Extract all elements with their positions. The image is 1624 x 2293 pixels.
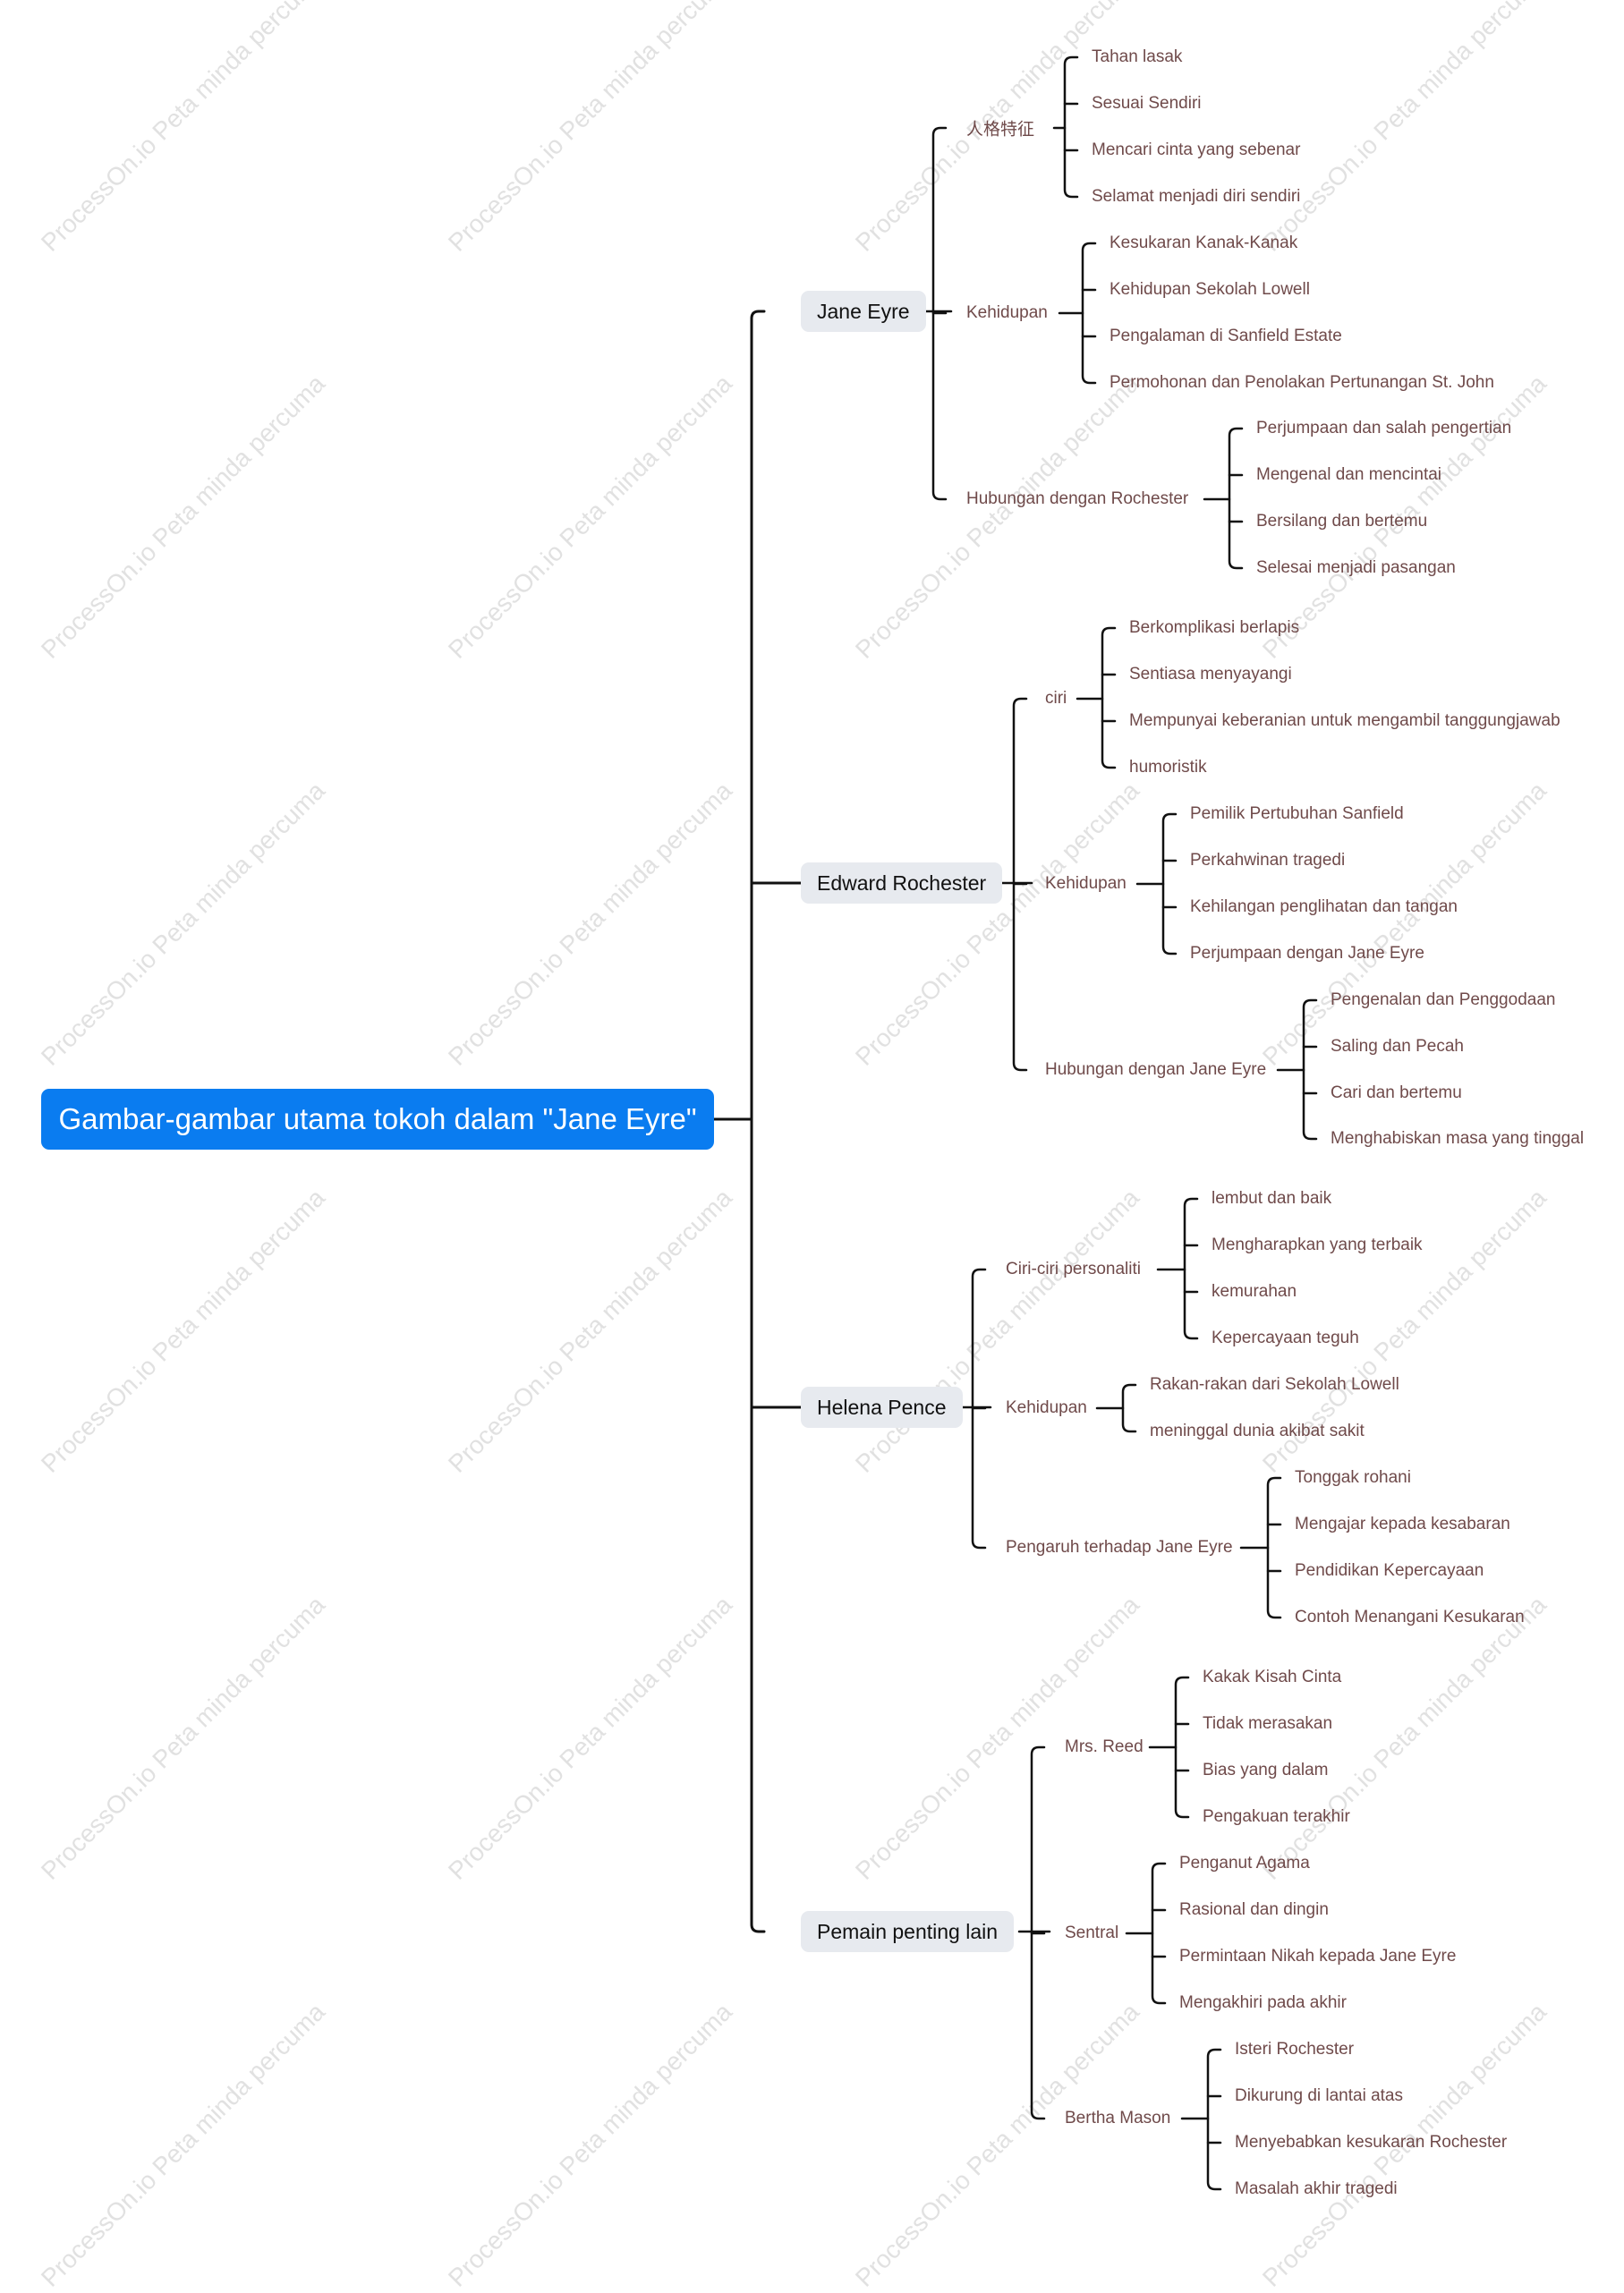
connector-line	[1174, 1676, 1190, 1819]
leaf-node[interactable]: Mencari cinta yang sebenar	[1092, 140, 1301, 159]
subtopic-node[interactable]: Mrs. Reed	[1065, 1737, 1144, 1756]
connector-line	[1183, 1197, 1199, 1340]
subtopic-node[interactable]: Sentral	[1065, 1924, 1119, 1942]
connector-line	[1161, 812, 1178, 955]
connector-line	[1081, 242, 1097, 385]
connector-line	[1101, 626, 1117, 769]
leaf-node[interactable]: Pendidikan Kepercayaan	[1295, 1561, 1484, 1580]
leaf-node[interactable]: Mempunyai keberanian untuk mengambil tan…	[1129, 711, 1560, 730]
leaf-node[interactable]: Isteri Rochester	[1235, 2040, 1355, 2059]
leaf-node[interactable]: Pengenalan dan Penggodaan	[1331, 990, 1556, 1009]
leaf-node[interactable]: Pengalaman di Sanfield Estate	[1110, 327, 1342, 345]
branch-node[interactable]: Pemain penting lain	[801, 1911, 1015, 1952]
subtopic-node[interactable]: Bertha Mason	[1065, 2109, 1171, 2127]
leaf-node[interactable]: Mengakhiri pada akhir	[1179, 1993, 1347, 2012]
leaf-node[interactable]: Kehilangan penglihatan dan tangan	[1190, 897, 1458, 916]
leaf-node[interactable]: Perjumpaan dengan Jane Eyre	[1190, 944, 1424, 963]
leaf-node[interactable]: Mengharapkan yang terbaik	[1212, 1236, 1423, 1254]
leaf-node[interactable]: Penganut Agama	[1179, 1854, 1310, 1873]
subtopic-node[interactable]: Hubungan dengan Rochester	[966, 489, 1189, 508]
leaf-node[interactable]: humoristik	[1129, 758, 1207, 777]
subtopic-node[interactable]: Hubungan dengan Jane Eyre	[1045, 1060, 1267, 1079]
subtopic-node[interactable]: Kehidupan	[1006, 1398, 1087, 1417]
connector-line	[1151, 1862, 1167, 2005]
leaf-node[interactable]: kemurahan	[1212, 1282, 1297, 1301]
branch-node[interactable]: Helena Pence	[801, 1387, 963, 1428]
connector-lines	[712, 55, 1318, 2191]
leaf-node[interactable]: Mengenal dan mencintai	[1256, 465, 1442, 484]
leaf-node[interactable]: Permintaan Nikah kepada Jane Eyre	[1179, 1947, 1457, 1966]
leaf-node[interactable]: Masalah akhir tragedi	[1235, 2179, 1398, 2198]
leaf-node[interactable]: Menyebabkan kesukaran Rochester	[1235, 2133, 1508, 2152]
leaf-node[interactable]: Perjumpaan dan salah pengertian	[1256, 419, 1512, 437]
connector-line	[750, 310, 766, 1933]
root-node[interactable]: Gambar-gambar utama tokoh dalam "Jane Ey…	[41, 1089, 714, 1150]
leaf-node[interactable]: Tahan lasak	[1092, 47, 1183, 66]
leaf-node[interactable]: Dikurung di lantai atas	[1235, 2086, 1403, 2105]
subtopic-node[interactable]: 人格特征	[966, 120, 1035, 140]
connector-line	[1228, 427, 1244, 570]
leaf-node[interactable]: Rasional dan dingin	[1179, 1900, 1329, 1919]
subtopic-node[interactable]: Kehidupan	[966, 303, 1048, 322]
subtopic-node[interactable]: Kehidupan	[1045, 874, 1127, 893]
leaf-node[interactable]: Contoh Menangani Kesukaran	[1295, 1608, 1525, 1626]
leaf-node[interactable]: Selamat menjadi diri sendiri	[1092, 187, 1301, 206]
leaf-node[interactable]: Bersilang dan bertemu	[1256, 512, 1428, 531]
connector-line	[1121, 1383, 1137, 1433]
connector-line	[1063, 55, 1079, 199]
subtopic-node[interactable]: ciri	[1045, 689, 1067, 708]
leaf-node[interactable]: Rakan-rakan dari Sekolah Lowell	[1150, 1375, 1399, 1394]
leaf-node[interactable]: Selesai menjadi pasangan	[1256, 558, 1456, 577]
subtopic-node[interactable]: Pengaruh terhadap Jane Eyre	[1006, 1538, 1233, 1557]
leaf-node[interactable]: Mengajar kepada kesabaran	[1295, 1515, 1510, 1533]
connector-line	[1302, 998, 1318, 1141]
leaf-node[interactable]: Menghabiskan masa yang tinggal	[1331, 1129, 1585, 1148]
branch-node[interactable]: Edward Rochester	[801, 862, 1003, 904]
subtopic-node[interactable]: Ciri-ciri personaliti	[1006, 1260, 1141, 1278]
leaf-node[interactable]: Kepercayaan teguh	[1212, 1329, 1359, 1347]
connector-line	[1266, 1476, 1282, 1619]
leaf-node[interactable]: Cari dan bertemu	[1331, 1083, 1462, 1102]
leaf-node[interactable]: Perkahwinan tragedi	[1190, 851, 1346, 870]
leaf-node[interactable]: lembut dan baik	[1212, 1189, 1332, 1208]
branch-node[interactable]: Jane Eyre	[801, 291, 926, 332]
leaf-node[interactable]: Tidak merasakan	[1203, 1714, 1333, 1733]
leaf-node[interactable]: Kehidupan Sekolah Lowell	[1110, 280, 1310, 299]
leaf-node[interactable]: Saling dan Pecah	[1331, 1037, 1464, 1056]
leaf-node[interactable]: Tonggak rohani	[1295, 1468, 1411, 1487]
leaf-node[interactable]: Kakak Kisah Cinta	[1203, 1668, 1342, 1686]
leaf-node[interactable]: meninggal dunia akibat sakit	[1150, 1422, 1365, 1440]
leaf-node[interactable]: Pengakuan terakhir	[1203, 1807, 1350, 1826]
leaf-node[interactable]: Bias yang dalam	[1203, 1761, 1329, 1779]
connector-line	[1206, 2048, 1222, 2191]
leaf-node[interactable]: Berkomplikasi berlapis	[1129, 618, 1300, 637]
leaf-node[interactable]: Permohonan dan Penolakan Pertunangan St.…	[1110, 373, 1494, 392]
leaf-node[interactable]: Sesuai Sendiri	[1092, 94, 1202, 113]
leaf-node[interactable]: Pemilik Pertubuhan Sanfield	[1190, 804, 1404, 823]
leaf-node[interactable]: Kesukaran Kanak-Kanak	[1110, 234, 1298, 252]
leaf-node[interactable]: Sentiasa menyayangi	[1129, 665, 1292, 684]
